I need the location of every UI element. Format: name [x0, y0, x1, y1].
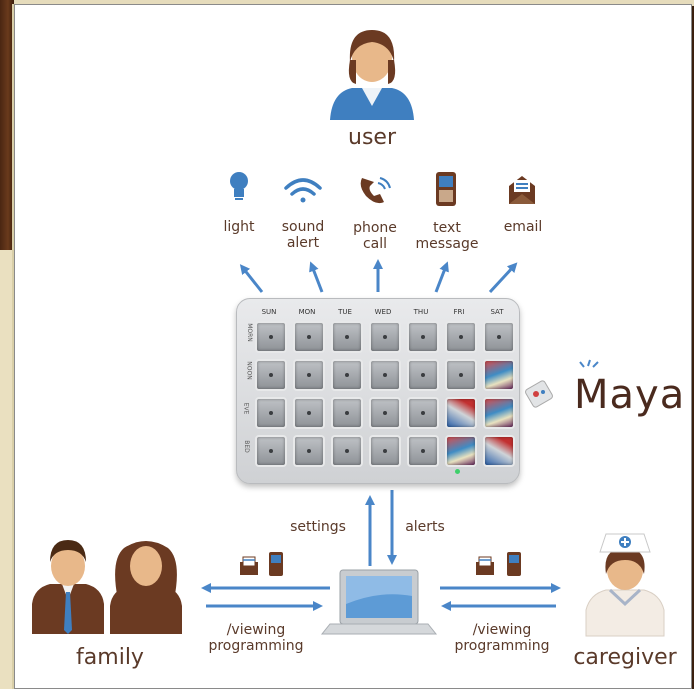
compartment-dot	[383, 373, 387, 377]
user-label: user	[348, 125, 396, 150]
compartment-dot	[459, 373, 463, 377]
alert-label-light: light	[223, 219, 255, 235]
row-label-left-eve: EVE	[242, 402, 250, 415]
row-label-left-morn: MORN	[245, 323, 253, 342]
compartment-dot	[421, 373, 425, 377]
pill-compartment	[255, 321, 287, 353]
arrow-to-text-message	[434, 261, 449, 293]
compartment-dot	[497, 335, 501, 339]
pill-compartment	[407, 321, 439, 353]
alert-label-phone: phone call	[353, 220, 397, 252]
brand-logo: Maya	[574, 372, 686, 418]
compartment-dot	[459, 335, 463, 339]
mobile-phone-icon	[436, 172, 456, 206]
phone-icon	[360, 177, 391, 204]
compartment-dot	[269, 373, 273, 377]
day-label-mon: MON	[298, 308, 316, 316]
pill-compartment	[483, 321, 515, 353]
arrow-to-light	[239, 264, 264, 293]
compartment-dot	[269, 449, 273, 453]
pill-compartment	[369, 321, 401, 353]
pill-compartment	[331, 397, 363, 429]
pill-compartment	[483, 435, 515, 467]
compartment-dot	[383, 411, 387, 415]
arrow-to-email	[488, 262, 518, 294]
caregiver-envelope-icon	[476, 556, 494, 575]
settings-label: settings	[290, 519, 346, 535]
family-man-avatar-icon	[32, 540, 104, 634]
compartment-dot	[345, 335, 349, 339]
caregiver-mobile-icon	[507, 552, 521, 576]
pill-compartment	[407, 435, 439, 467]
compartment-dot	[307, 449, 311, 453]
pill-compartment	[293, 321, 325, 353]
compartment-dot	[269, 411, 273, 415]
alert-label-text: text message	[415, 220, 479, 252]
pill-compartment	[255, 397, 287, 429]
day-label-thu: THU	[413, 308, 429, 316]
family-envelope-icon	[240, 556, 258, 575]
wifi-icon	[284, 178, 322, 203]
user-avatar-icon	[330, 30, 414, 120]
pill-compartment	[255, 435, 287, 467]
compartment-dot	[345, 373, 349, 377]
pill-compartment	[331, 321, 363, 353]
top-border	[14, 0, 694, 6]
caregiver-link-label: /viewing programming	[454, 622, 550, 654]
compartment-dot	[383, 449, 387, 453]
caregiver-avatar-icon	[585, 533, 665, 637]
family-mobile-icon	[269, 552, 283, 576]
row-label-left-bed: BED	[242, 440, 250, 453]
pill-compartment	[407, 397, 439, 429]
pill-compartment	[445, 435, 477, 467]
pill-organizer: SUNMONTUEWEDTHUFRISATMORNNOONEVEBEDMORNN…	[236, 298, 520, 484]
compartment-dot	[307, 335, 311, 339]
pill-compartment	[445, 321, 477, 353]
compartment-dot	[421, 335, 425, 339]
family-link-label: /viewing programming	[208, 622, 304, 654]
pill-compartment	[293, 359, 325, 391]
compartment-dot	[307, 373, 311, 377]
pill-compartment	[407, 359, 439, 391]
maya-logo-icon	[525, 359, 599, 408]
day-label-wed: WED	[374, 308, 392, 316]
compartment-dot	[421, 449, 425, 453]
alert-label-sound: sound alert	[281, 219, 325, 251]
pill-compartment	[483, 359, 515, 391]
pill-compartment	[293, 397, 325, 429]
pill-compartment	[369, 397, 401, 429]
compartment-dot	[383, 335, 387, 339]
compartment-dot	[307, 411, 311, 415]
compartment-dot	[345, 449, 349, 453]
pill-compartment	[255, 359, 287, 391]
status-led	[455, 469, 460, 474]
arrow-to-sound-alert	[309, 261, 324, 293]
family-label: family	[76, 645, 144, 670]
pill-compartment	[369, 435, 401, 467]
compartment-dot	[345, 411, 349, 415]
pill-compartment	[293, 435, 325, 467]
pill-compartment	[369, 359, 401, 391]
pill-compartment	[483, 397, 515, 429]
row-label-left-noon: NOON	[245, 361, 253, 380]
pill-compartment	[331, 435, 363, 467]
lightbulb-icon	[230, 172, 248, 200]
day-label-fri: FRI	[453, 308, 465, 316]
pill-compartment	[331, 359, 363, 391]
family-woman-avatar-icon	[110, 541, 182, 634]
caregiver-label: caregiver	[573, 645, 677, 670]
alert-label-email: email	[503, 219, 543, 235]
compartment-dot	[269, 335, 273, 339]
day-label-tue: TUE	[338, 308, 352, 316]
pill-compartment	[445, 359, 477, 391]
pill-compartment	[445, 397, 477, 429]
compartment-dot	[421, 411, 425, 415]
alerts-label: alerts	[405, 519, 445, 535]
laptop-icon	[320, 569, 438, 635]
day-label-sun: SUN	[261, 308, 277, 316]
envelope-icon	[509, 176, 535, 204]
day-label-sat: SAT	[490, 308, 504, 316]
